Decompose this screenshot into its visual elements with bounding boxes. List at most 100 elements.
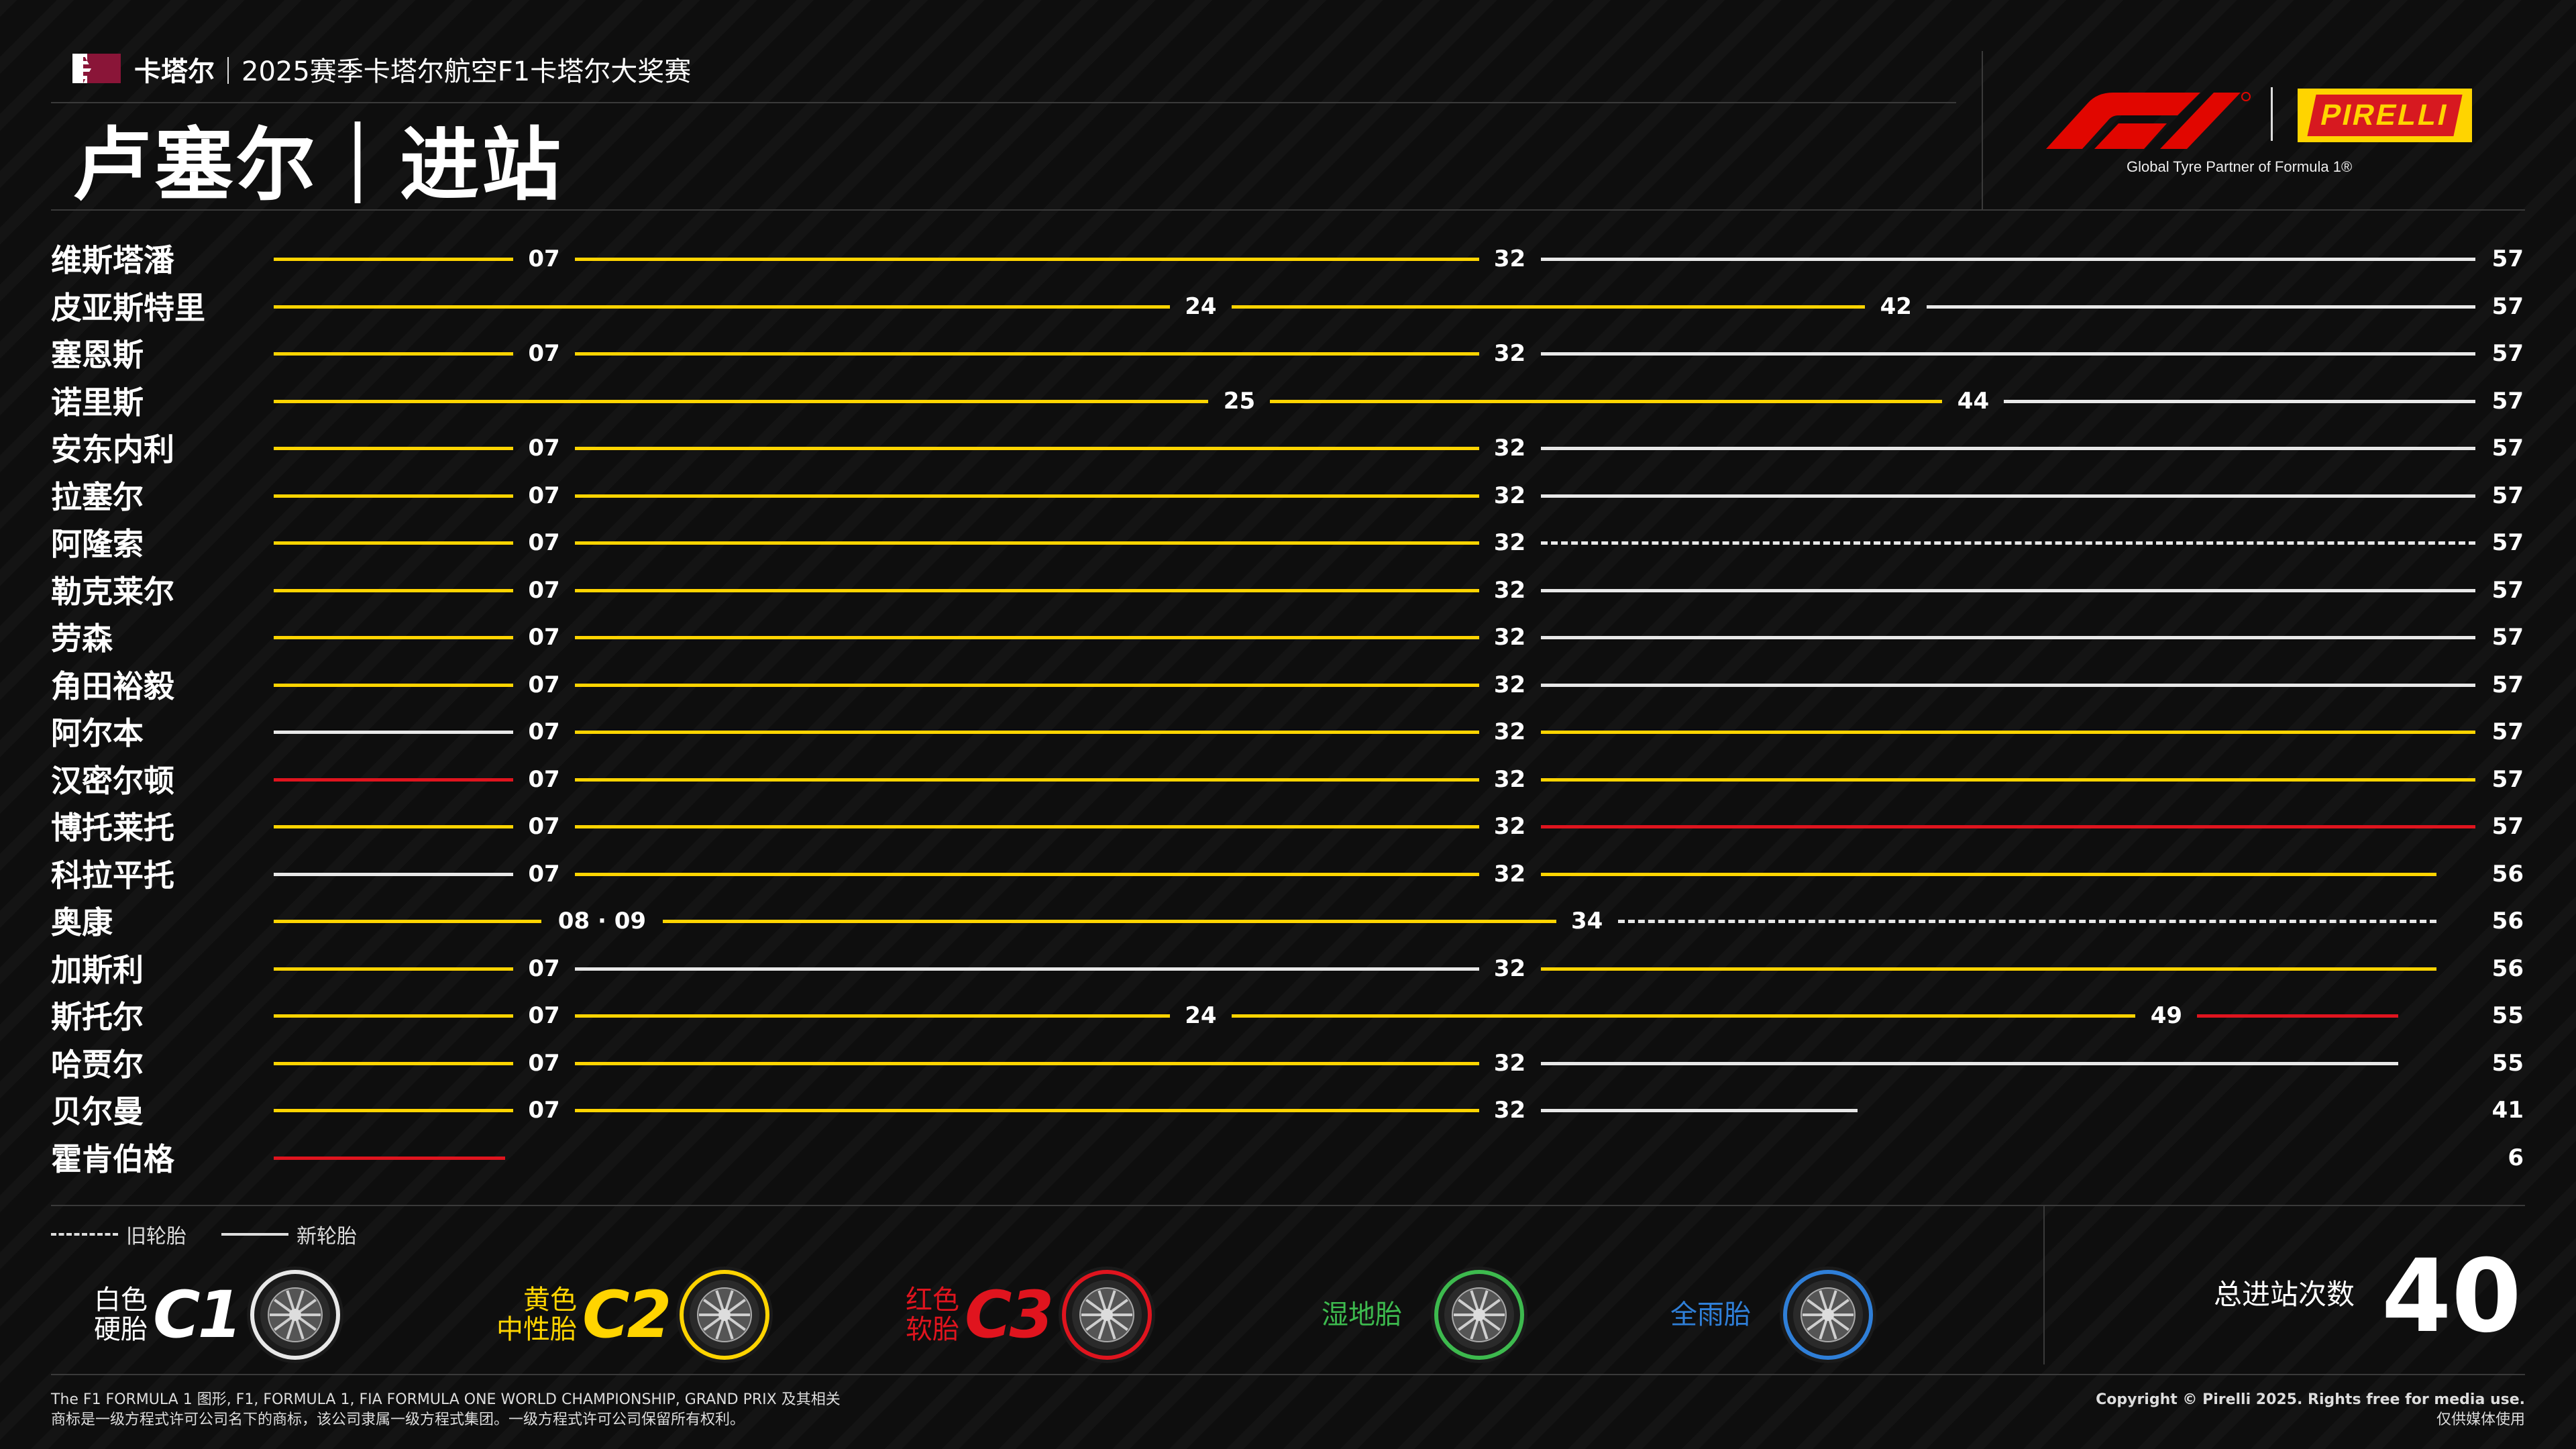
finish-lap-label: 55 bbox=[2491, 1002, 2524, 1029]
stint-hard bbox=[274, 872, 514, 876]
driver-name: 加斯利 bbox=[51, 951, 144, 988]
driver-name: 博托莱托 bbox=[51, 810, 174, 846]
pit-lap-label: 25 bbox=[1223, 387, 1256, 415]
stint-medium bbox=[575, 447, 1479, 450]
compound-code: C3 bbox=[965, 1277, 1054, 1352]
pit-lap-label: 34 bbox=[1571, 908, 1603, 934]
driver-name: 阿隆索 bbox=[51, 526, 144, 562]
stint-medium bbox=[274, 825, 514, 828]
finish-lap-label: 57 bbox=[2491, 292, 2524, 320]
dashed-line-sample bbox=[51, 1233, 118, 1236]
stint-medium bbox=[1270, 399, 1943, 403]
pit-lap-label: 32 bbox=[1493, 1049, 1526, 1077]
stint-medium bbox=[575, 636, 1479, 639]
pit-lap-label: 07 bbox=[528, 624, 560, 651]
stint-medium bbox=[274, 352, 514, 356]
driver-name: 诺里斯 bbox=[51, 384, 144, 421]
soft-tyre-icon bbox=[1059, 1267, 1156, 1363]
stint-medium bbox=[575, 352, 1479, 356]
pit-lap-label: 07 bbox=[528, 529, 560, 556]
pit-lap-label: 07 bbox=[528, 718, 560, 745]
footer-left-line-1: The F1 FORMULA 1 图形, F1, FORMULA 1, FIA … bbox=[51, 1391, 841, 1408]
event-subtitle: 卡塔尔｜2025赛季卡塔尔航空F1卡塔尔大奖赛 bbox=[134, 50, 691, 89]
pirelli-logo: PIRELLI bbox=[2298, 89, 2472, 142]
compound-湿地胎: 湿地胎 bbox=[1322, 1261, 1529, 1368]
finish-lap-label: 57 bbox=[2491, 529, 2524, 556]
pit-lap-label: 32 bbox=[1493, 246, 1526, 272]
wet-tyre-icon bbox=[1780, 1267, 1876, 1363]
pit-lap-label: 07 bbox=[528, 246, 560, 272]
stint-medium bbox=[575, 494, 1479, 498]
compound-label: 红色软胎 bbox=[906, 1285, 959, 1344]
pit-lap-label: 32 bbox=[1493, 765, 1526, 793]
finish-lap-label: 56 bbox=[2491, 955, 2524, 982]
stint-medium bbox=[1540, 967, 2437, 971]
pit-lap-label: 07 bbox=[528, 340, 560, 367]
driver-name: 塞恩斯 bbox=[51, 337, 144, 373]
pit-lap-label: 49 bbox=[2150, 1002, 2183, 1029]
stint-hard bbox=[1540, 588, 2475, 592]
pit-lap-label: 44 bbox=[1957, 387, 1990, 415]
pit-lap-label: 42 bbox=[1880, 292, 1912, 320]
finish-lap-label: 57 bbox=[2491, 246, 2524, 272]
pit-lap-label: 07 bbox=[528, 671, 560, 698]
compound-label-line: 硬胎 bbox=[94, 1314, 148, 1345]
pit-lap-label: 32 bbox=[1493, 813, 1526, 840]
total-stops-label: 总进站次数 bbox=[2214, 1278, 2355, 1311]
compound-label: 白色硬胎 bbox=[94, 1285, 148, 1344]
finish-lap-label: 57 bbox=[2491, 435, 2524, 462]
driver-name: 皮亚斯特里 bbox=[51, 289, 205, 326]
compound-label-line: 全雨胎 bbox=[1670, 1299, 1751, 1330]
stint-hard bbox=[1617, 920, 2437, 923]
compound-label-line: 湿地胎 bbox=[1322, 1299, 1402, 1330]
stint-medium bbox=[274, 305, 1170, 309]
stint-soft bbox=[1540, 825, 2475, 828]
footer-right-line-2: 仅供媒体使用 bbox=[2436, 1411, 2525, 1428]
stint-medium bbox=[274, 399, 1209, 403]
location-label: 卡塔尔 bbox=[134, 56, 215, 87]
finish-lap-label: 57 bbox=[2491, 813, 2524, 840]
pit-lap-label: 32 bbox=[1493, 671, 1526, 698]
stint-medium bbox=[575, 588, 1479, 592]
driver-name: 阿尔本 bbox=[51, 715, 144, 751]
compound-label-line: 中性胎 bbox=[496, 1314, 577, 1345]
subtitle-separator: ｜ bbox=[215, 56, 241, 87]
stint-medium bbox=[663, 920, 1556, 923]
stint-medium bbox=[575, 1014, 1170, 1018]
stint-medium bbox=[575, 541, 1479, 545]
finish-lap-label: 57 bbox=[2491, 576, 2524, 604]
pirelli-logo-text: PIRELLI bbox=[2307, 95, 2463, 136]
legend-new-tyre: 新轮胎 bbox=[221, 1220, 357, 1249]
intermediate-tyre-icon bbox=[1431, 1267, 1527, 1363]
solid-line-sample bbox=[221, 1233, 288, 1236]
finish-lap-label: 56 bbox=[2491, 860, 2524, 888]
finish-lap-label: 57 bbox=[2491, 624, 2524, 651]
driver-name: 汉密尔顿 bbox=[51, 762, 174, 799]
stint-medium bbox=[1231, 305, 1866, 309]
stint-medium bbox=[274, 1061, 514, 1065]
driver-name: 斯托尔 bbox=[51, 999, 144, 1035]
legend-top-rule bbox=[51, 1205, 2525, 1206]
header-rule bbox=[51, 102, 1956, 103]
pit-lap-label: 32 bbox=[1493, 860, 1526, 888]
stint-medium bbox=[575, 731, 1479, 734]
stint-hard bbox=[575, 967, 1479, 971]
compound-label-line: 软胎 bbox=[906, 1314, 959, 1345]
footer-copyright: Copyright © Pirelli 2025. Rights free fo… bbox=[2096, 1390, 2525, 1430]
event-name: 2025赛季卡塔尔航空F1卡塔尔大奖赛 bbox=[241, 56, 692, 87]
stint-hard bbox=[1540, 1109, 1858, 1112]
compound-label: 湿地胎 bbox=[1322, 1300, 1402, 1330]
stint-medium bbox=[575, 683, 1479, 687]
stint-medium bbox=[1231, 1014, 2136, 1018]
finish-lap-label: 57 bbox=[2491, 387, 2524, 415]
finish-lap-label: 57 bbox=[2491, 765, 2524, 793]
stint-hard bbox=[1540, 494, 2475, 498]
stint-hard bbox=[1927, 305, 2475, 309]
stint-medium bbox=[1540, 777, 2475, 782]
finish-lap-label: 57 bbox=[2491, 671, 2524, 698]
stint-medium bbox=[274, 683, 514, 687]
driver-name: 奥康 bbox=[51, 904, 113, 941]
compound-label: 黄色中性胎 bbox=[496, 1285, 577, 1344]
